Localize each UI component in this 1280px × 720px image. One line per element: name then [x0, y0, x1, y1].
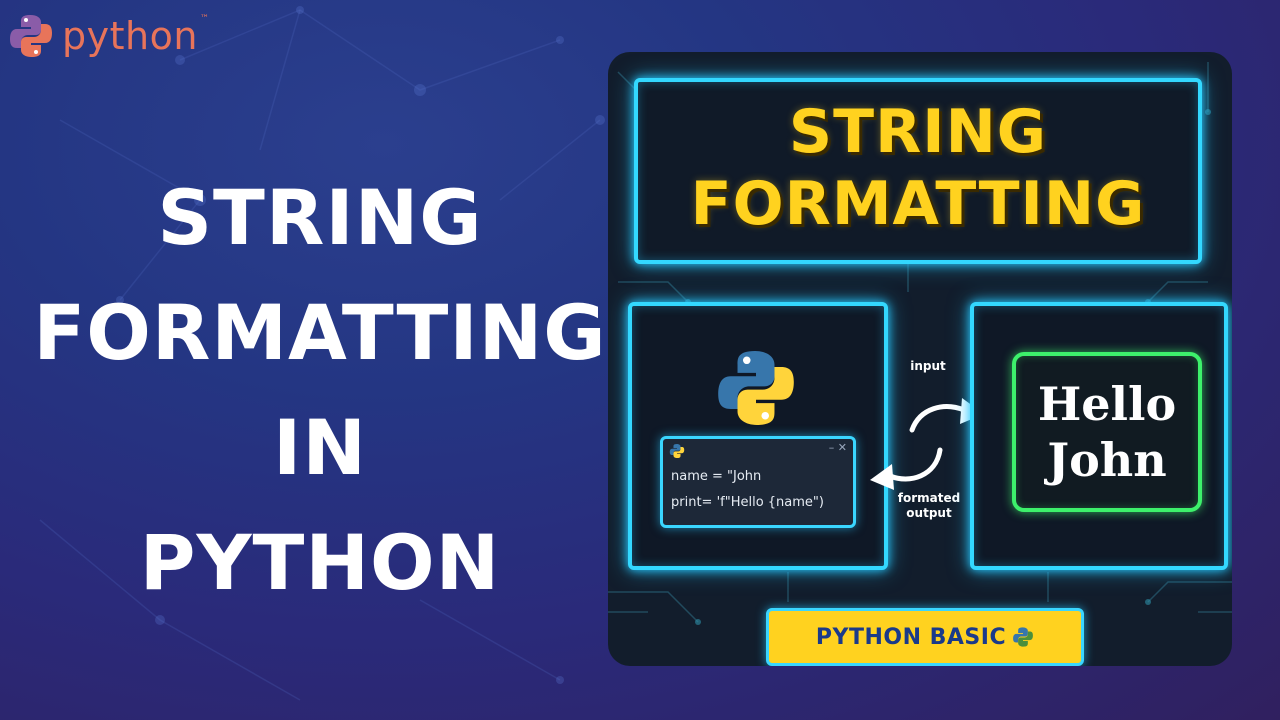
- main-title-line-1: STRING: [157, 173, 483, 262]
- code-line-2: print= 'f"Hello {name"): [671, 495, 824, 510]
- python-basic-badge: PYTHON BASIC: [766, 608, 1084, 666]
- python-wordmark: python: [62, 14, 198, 58]
- main-title-line-2: FORMATTING: [33, 288, 607, 377]
- illustration-card: STRING FORMATTING – ✕ name = "John print…: [608, 52, 1232, 666]
- code-panel: – ✕ name = "John print= 'f"Hello {name"): [628, 302, 888, 570]
- python-brand-logo: python ™: [6, 8, 209, 64]
- main-title: STRING FORMATTING IN PYTHON: [0, 160, 640, 620]
- formatted-output-label: formated output: [884, 491, 974, 521]
- input-label: input: [910, 359, 946, 373]
- card-title-line-1: STRING: [788, 97, 1048, 167]
- code-line-1: name = "John: [671, 469, 762, 484]
- python-logo-icon: [1013, 627, 1034, 647]
- trademark-symbol: ™: [199, 14, 209, 24]
- output-panel: Hello John: [970, 302, 1228, 570]
- output-line-2: John: [1047, 433, 1167, 487]
- title-panel: STRING FORMATTING: [634, 78, 1202, 264]
- code-window-titlebar: – ✕: [663, 439, 853, 461]
- python-logo-icon: [718, 351, 794, 425]
- card-title-line-2: FORMATTING: [690, 169, 1146, 239]
- python-logo-icon: [10, 15, 52, 57]
- formatted-output-label-line-1: formated: [897, 491, 961, 505]
- python-logo-icon: [669, 443, 685, 459]
- window-controls: – ✕: [828, 441, 847, 454]
- main-title-line-3: IN: [273, 403, 367, 492]
- card-title: STRING FORMATTING: [638, 96, 1198, 240]
- output-line-1: Hello: [1037, 377, 1177, 431]
- output-display: Hello John: [1012, 352, 1202, 512]
- formatted-output-label-line-2: output: [906, 506, 952, 520]
- arrow-left-icon: [870, 464, 894, 490]
- main-title-line-4: PYTHON: [139, 518, 501, 607]
- code-window: – ✕ name = "John print= 'f"Hello {name"): [660, 436, 856, 528]
- output-text: Hello John: [1016, 376, 1198, 488]
- badge-label: PYTHON BASIC: [815, 624, 1007, 650]
